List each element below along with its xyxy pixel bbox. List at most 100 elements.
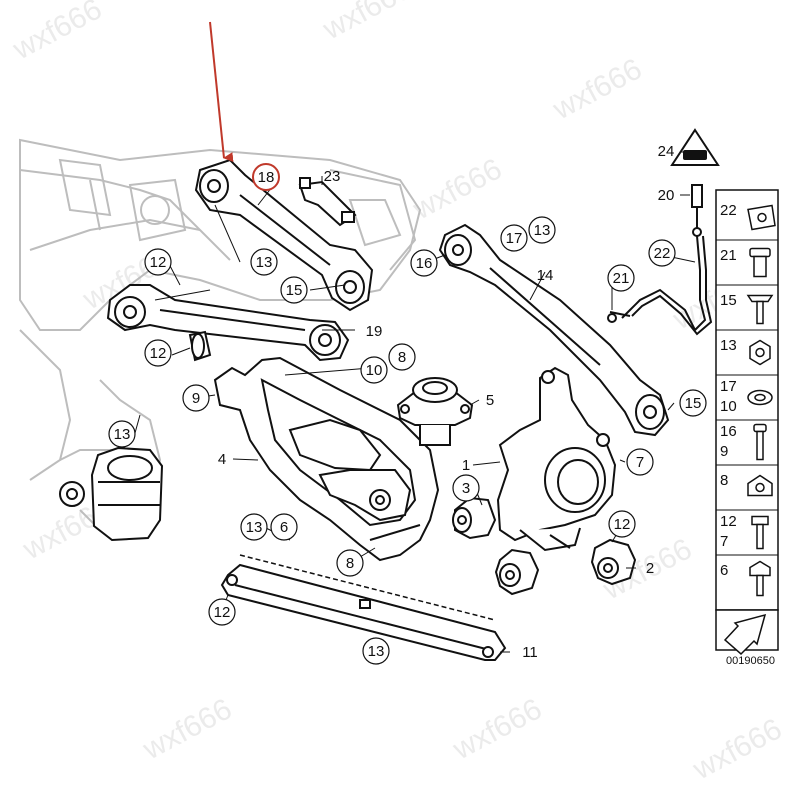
callout-circle xyxy=(626,448,654,476)
callout-label: 8 xyxy=(398,349,406,366)
callout-circle xyxy=(280,276,308,304)
callout: 8 xyxy=(336,549,364,577)
wheel-carrier-1 xyxy=(496,366,617,552)
callout: 13 xyxy=(362,637,390,665)
callout: 12 xyxy=(144,339,172,367)
bushing-3 xyxy=(452,496,497,540)
callout-label: 20 xyxy=(658,187,675,204)
callout-circle xyxy=(250,248,278,276)
callout: 1 xyxy=(462,457,470,474)
callout-label: 5 xyxy=(486,392,494,409)
key-label: 9 xyxy=(720,443,728,460)
long-bolt-icon xyxy=(753,423,767,461)
callout-label: 2 xyxy=(646,560,654,577)
trailing-arm-4 xyxy=(213,356,440,562)
mount-5 xyxy=(396,377,474,446)
callout-label: 11 xyxy=(522,644,538,661)
callout-circle xyxy=(270,513,298,541)
callout-circle xyxy=(607,264,635,292)
sensor-20 xyxy=(691,184,703,237)
direction-arrow-icon xyxy=(723,613,767,656)
callout: 6 xyxy=(270,513,298,541)
callout-circle xyxy=(144,339,172,367)
callout-circle xyxy=(500,224,528,252)
callout-label: 22 xyxy=(654,245,671,262)
callout-circle xyxy=(336,549,364,577)
watermark-text: wxf666 xyxy=(687,712,787,786)
control-arm-19 xyxy=(106,284,350,362)
callout-label: 3 xyxy=(462,480,470,497)
warning-triangle-icon xyxy=(670,128,720,166)
callout: 2 xyxy=(646,560,654,577)
callout: 11 xyxy=(522,644,538,661)
link-14 xyxy=(438,223,670,437)
key-label: 7 xyxy=(720,533,728,550)
hex-nut-icon xyxy=(749,339,771,366)
callout: 18 xyxy=(252,163,280,191)
callout-label: 6 xyxy=(280,519,288,536)
callout-circle xyxy=(252,163,280,191)
callout: 22 xyxy=(648,239,676,267)
callout: 16 xyxy=(410,249,438,277)
callout: 13 xyxy=(108,420,136,448)
callout: 5 xyxy=(486,392,494,409)
callout-label: 13 xyxy=(534,222,551,239)
callout: 20 xyxy=(658,187,675,204)
callout-label: 1 xyxy=(462,457,470,474)
bushing-block xyxy=(59,446,164,542)
key-label: 22 xyxy=(720,202,737,219)
callout-circle xyxy=(608,510,636,538)
callout-label: 15 xyxy=(286,282,303,299)
bushing-2 xyxy=(590,538,637,586)
callout-circle xyxy=(360,356,388,384)
callout: 15 xyxy=(280,276,308,304)
callout: 9 xyxy=(182,384,210,412)
callout: 4 xyxy=(218,451,226,468)
stud-bolt-icon xyxy=(749,560,771,597)
flange-bolt-icon xyxy=(746,294,774,325)
callout-label: 12 xyxy=(150,345,167,362)
callout: 24 xyxy=(658,143,675,160)
callout-label: 12 xyxy=(614,516,631,533)
key-label: 21 xyxy=(720,247,737,264)
callout-label: 12 xyxy=(214,604,231,621)
callout-label: 19 xyxy=(366,323,383,340)
callout-label: 13 xyxy=(368,643,385,660)
callout: 12 xyxy=(144,248,172,276)
callout: 13 xyxy=(250,248,278,276)
callout-circle xyxy=(648,239,676,267)
callout-circle xyxy=(528,216,556,244)
watermark-text: wxf666 xyxy=(447,692,547,766)
callout: 12 xyxy=(608,510,636,538)
callout: 3 xyxy=(452,474,480,502)
callout-label: 9 xyxy=(192,390,200,407)
callout: 14 xyxy=(537,267,554,284)
callout-label: 16 xyxy=(416,255,433,272)
callout: 12 xyxy=(208,598,236,626)
watermark-text: wxf666 xyxy=(547,52,647,126)
callout-label: 18 xyxy=(258,169,275,186)
bushing-lower xyxy=(494,548,540,596)
callout-label: 4 xyxy=(218,451,226,468)
callout-circle xyxy=(679,389,707,417)
washer-icon xyxy=(747,389,773,406)
callout: 23 xyxy=(324,168,341,185)
callout-label: 13 xyxy=(246,519,263,536)
callout: 13 xyxy=(528,216,556,244)
callout-circle xyxy=(208,598,236,626)
hex-bolt-icon xyxy=(751,515,769,550)
key-label: 16 xyxy=(720,423,737,440)
callout-label: 23 xyxy=(324,168,341,185)
sensor-bracket-icon xyxy=(747,204,776,231)
watermark-text: wxf666 xyxy=(317,0,417,47)
key-label: 12 xyxy=(720,513,737,530)
sensor-cable xyxy=(607,235,713,336)
callout-circle xyxy=(388,343,416,371)
key-label: 10 xyxy=(720,398,737,415)
callout-circle xyxy=(410,249,438,277)
callout: 15 xyxy=(679,389,707,417)
callout: 19 xyxy=(366,323,383,340)
